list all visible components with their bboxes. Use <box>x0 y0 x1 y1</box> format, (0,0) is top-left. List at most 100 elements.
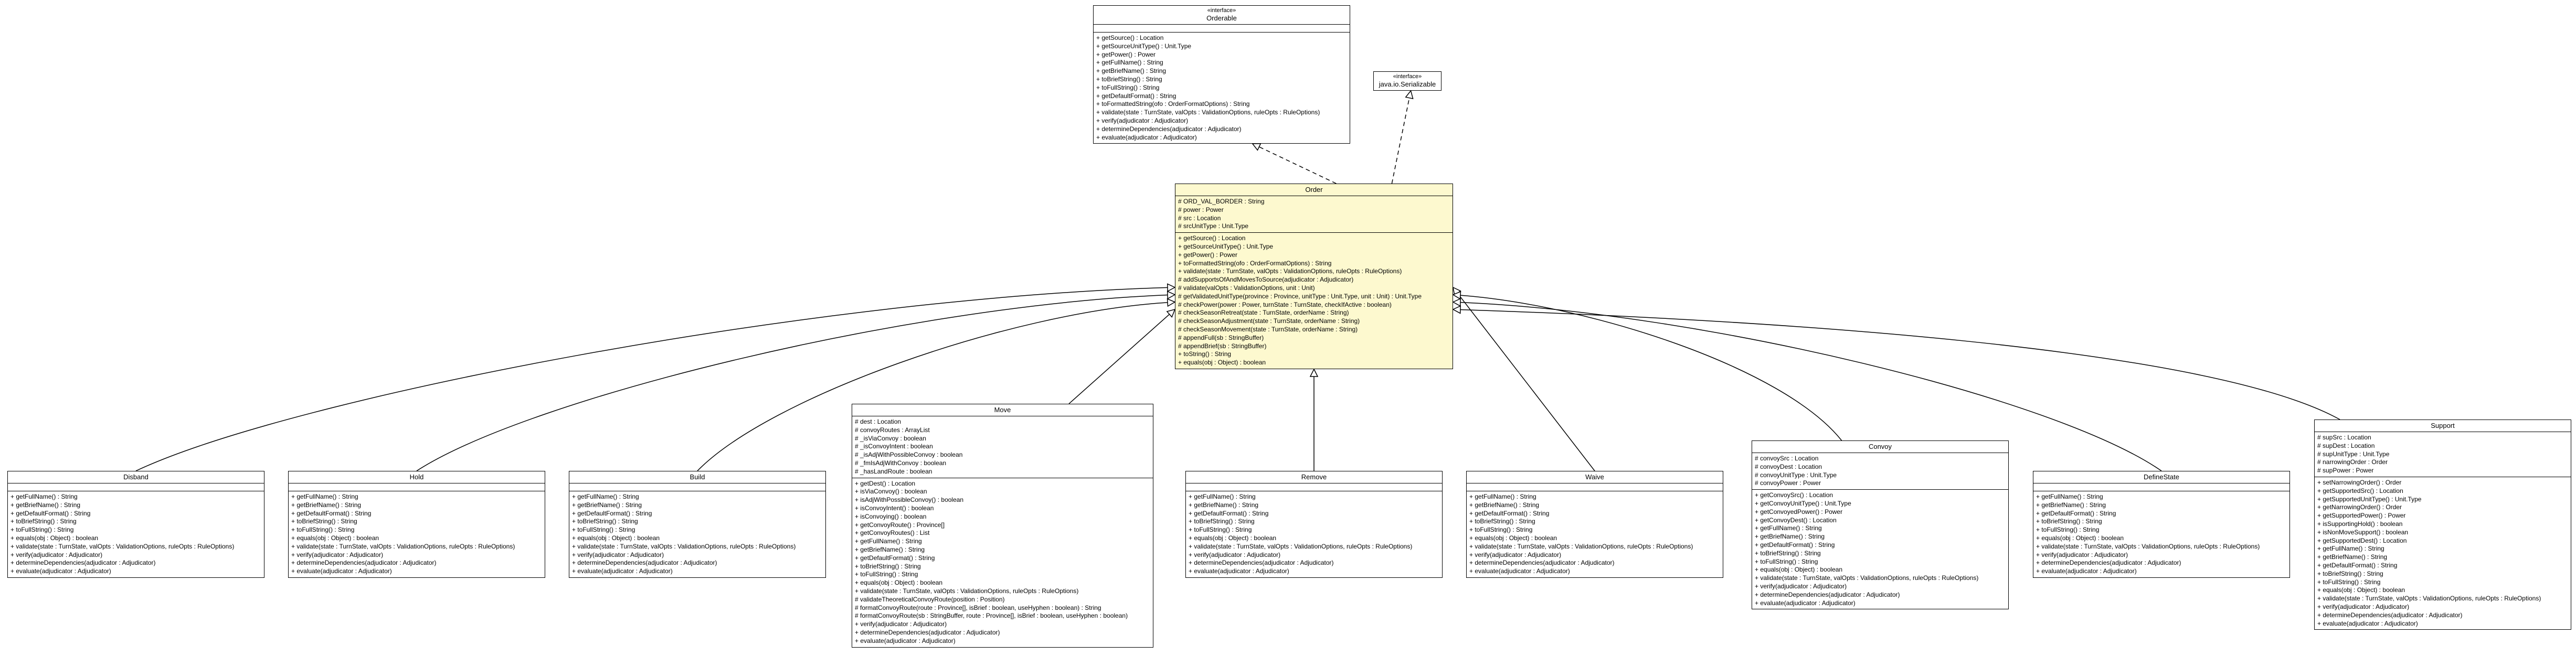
generalization-edge-disband-to-order <box>135 287 1168 471</box>
class-operation: # appendBrief(sb : StringBuffer) <box>1178 342 1267 350</box>
class-operation: + getDefaultFormat() : String <box>2036 509 2116 517</box>
class-operation: + getConvoyDest() : Location <box>1755 516 1837 524</box>
class-attributes-compartment <box>289 483 545 491</box>
generalization-edge-convoy-to-order <box>1460 295 1842 441</box>
class-name: Waive <box>1585 473 1604 481</box>
class-support: Support# supSrc : Location# supDest : Lo… <box>2314 420 2571 630</box>
class-operation: + getFullName() : String <box>10 493 78 500</box>
class-operation: # checkSeasonMovement(state : TurnState,… <box>1178 325 1358 333</box>
class-operation: + validate(state : TurnState, valOpts : … <box>1178 267 1402 275</box>
class-operation: + getDefaultFormat() : String <box>1755 541 1835 549</box>
class-operation: + toBriefString() : String <box>1189 518 1255 525</box>
class-header: Remove <box>1186 471 1442 483</box>
class-operation: + getFullName() : String <box>2317 545 2384 553</box>
class-attribute: # narrowingOrder : Order <box>2317 458 2388 466</box>
hollow-triangle-arrowhead <box>1405 90 1414 100</box>
class-operation: + getBriefName() : String <box>2317 553 2388 561</box>
class-operation: + getDefaultFormat() : String <box>10 509 91 517</box>
class-operation: + toBriefString() : String <box>572 518 638 525</box>
class-operation: + equals(obj : Object) : boolean <box>10 534 99 542</box>
class-operation: + getFullName() : String <box>291 493 358 500</box>
class-attributes-compartment: # ORD_VAL_BORDER : String# power : Power… <box>1175 196 1453 233</box>
class-operation: + validate(state : TurnState, valOpts : … <box>1096 109 1320 116</box>
class-operation: + getFullName() : String <box>1189 493 1256 500</box>
class-operations-compartment: + getSource() : Location+ getSourceUnitT… <box>1094 33 1350 143</box>
class-operation: + determineDependencies(adjudicator : Ad… <box>2036 559 2181 567</box>
class-attribute: # _isAdjWithPossibleConvoy : boolean <box>855 451 963 459</box>
class-operation: + verify(adjudicator : Adjudicator) <box>1189 551 1281 558</box>
class-operation: + evaluate(adjudicator : Adjudicator) <box>291 567 392 575</box>
class-operation: + validate(state : TurnState, valOpts : … <box>1755 574 1979 582</box>
class-operation: + getBriefName() : String <box>1755 533 1825 541</box>
class-operation: + setNarrowingOrder() : Order <box>2317 478 2402 486</box>
class-operation: + getConvoyRoutes() : List <box>855 529 930 537</box>
class-operations-compartment: + setNarrowingOrder() : Order+ getSuppor… <box>2315 477 2571 629</box>
class-build: Build+ getFullName() : String+ getBriefN… <box>569 471 826 578</box>
class-operation: + toBriefString() : String <box>1755 549 1821 557</box>
class-operations-compartment: + getFullName() : String+ getBriefName()… <box>8 491 264 577</box>
class-operation: + toFullString() : String <box>2317 578 2381 586</box>
class-operation: + equals(obj : Object) : boolean <box>572 534 660 542</box>
class-attribute: # src : Location <box>1178 214 1221 222</box>
class-operations-compartment: + getSource() : Location+ getSourceUnitT… <box>1175 233 1453 369</box>
class-operation: + toBriefString() : String <box>10 518 77 525</box>
hollow-triangle-arrowhead <box>1252 143 1262 151</box>
hollow-triangle-arrowhead <box>1452 305 1461 314</box>
class-operation: + verify(adjudicator : Adjudicator) <box>572 551 664 558</box>
class-name: java.io.Serializable <box>1379 80 1436 88</box>
class-operation: + toFullString() : String <box>291 526 355 534</box>
class-orderable: «interface»Orderable+ getSource() : Loca… <box>1093 5 1350 144</box>
class-operation: + determineDependencies(adjudicator : Ad… <box>1755 590 1900 598</box>
class-operation: + determineDependencies(adjudicator : Ad… <box>855 628 1000 636</box>
class-operation: + getDest() : Location <box>855 479 916 487</box>
class-operations-compartment: + getFullName() : String+ getBriefName()… <box>2033 491 2289 577</box>
class-attribute: # supPower : Power <box>2317 467 2374 475</box>
class-operation: + getDefaultFormat() : String <box>1189 509 1269 517</box>
class-attribute: # _isViaConvoy : boolean <box>855 434 926 442</box>
class-name: Disband <box>123 473 149 481</box>
class-operation: + isViaConvoy() : boolean <box>855 488 927 496</box>
class-header: «interface»java.io.Serializable <box>1374 72 1441 90</box>
class-attribute: # _isConvoyIntent : boolean <box>855 443 933 450</box>
class-operation: + toFullString() : String <box>1096 83 1160 91</box>
class-operation: + getConvoySrc() : Location <box>1755 491 1833 499</box>
class-operation: + getConvoyUnitType() : Unit.Type <box>1755 499 1851 507</box>
class-operation: + validate(state : TurnState, valOpts : … <box>1189 542 1413 550</box>
class-operation: + validate(state : TurnState, valOpts : … <box>2317 595 2541 603</box>
class-operation: + toBriefString() : String <box>291 518 357 525</box>
class-attribute: # supUnitType : Unit.Type <box>2317 450 2390 458</box>
class-operation: + evaluate(adjudicator : Adjudicator) <box>1469 567 1570 575</box>
generalization-edge-hold-to-order <box>416 294 1168 471</box>
class-operation: + evaluate(adjudicator : Adjudicator) <box>10 567 111 575</box>
hollow-triangle-arrowhead <box>1452 298 1461 307</box>
class-name: Remove <box>1301 473 1327 481</box>
class-operation: # checkPower(power : Power, turnState : … <box>1178 300 1392 308</box>
class-operation: + equals(obj : Object) : boolean <box>1178 359 1266 367</box>
class-operation: + verify(adjudicator : Adjudicator) <box>2036 551 2128 558</box>
class-header: Support <box>2315 420 2571 432</box>
hollow-triangle-arrowhead <box>1166 308 1176 318</box>
class-operation: # addSupportsOfAndMovesToSource(adjudica… <box>1178 276 1354 284</box>
class-operation: + toBriefString() : String <box>855 562 921 570</box>
class-header: Disband <box>8 471 264 483</box>
class-operation: + verify(adjudicator : Adjudicator) <box>1755 582 1847 590</box>
class-attribute: # _hasLandRoute : boolean <box>855 467 932 475</box>
class-hold: Hold+ getFullName() : String+ getBriefNa… <box>288 471 545 578</box>
class-operation: + getConvoyRoute() : Province[] <box>855 521 945 529</box>
class-operation: + getBriefName() : String <box>855 545 925 553</box>
realization-edge-order-to-orderable <box>1259 146 1337 184</box>
class-operation: + validate(state : TurnState, valOpts : … <box>291 542 515 550</box>
class-operation: + evaluate(adjudicator : Adjudicator) <box>572 567 673 575</box>
class-operation: + equals(obj : Object) : boolean <box>291 534 379 542</box>
class-operation: + equals(obj : Object) : boolean <box>2317 586 2405 594</box>
class-attributes-compartment <box>2033 483 2289 491</box>
class-header: Order <box>1175 184 1453 196</box>
class-operation: + getFullName() : String <box>1096 59 1163 67</box>
class-operation: + evaluate(adjudicator : Adjudicator) <box>2036 567 2137 575</box>
class-operations-compartment: + getFullName() : String+ getBriefName()… <box>289 491 545 577</box>
class-waive: Waive+ getFullName() : String+ getBriefN… <box>1466 471 1723 578</box>
class-operation: + getBriefName() : String <box>2036 501 2106 509</box>
class-operation: + determineDependencies(adjudicator : Ad… <box>1469 559 1615 567</box>
class-operation: + verify(adjudicator : Adjudicator) <box>2317 603 2410 610</box>
class-operation: # checkSeasonRetreat(state : TurnState, … <box>1178 309 1349 317</box>
